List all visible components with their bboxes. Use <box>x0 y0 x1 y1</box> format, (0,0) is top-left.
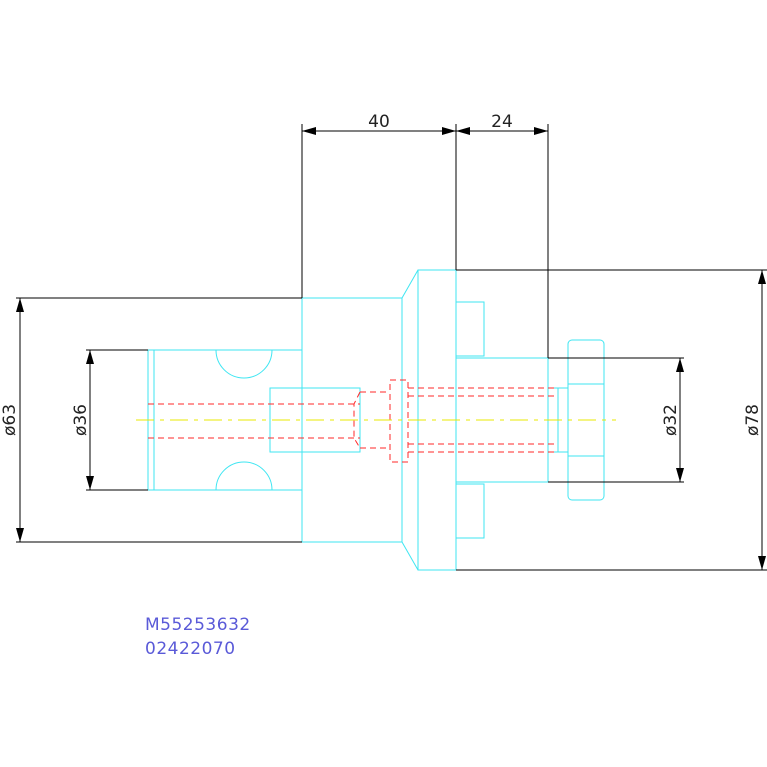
hidden-drill-tip <box>353 391 361 449</box>
chamfer-bottom <box>401 541 419 571</box>
dimension-length-24: 24 <box>456 112 549 358</box>
upper-tab <box>455 301 485 357</box>
part-code-line-2: 02422070 <box>145 639 236 659</box>
dimension-label-dia-63: ø63 <box>0 404 20 436</box>
dimension-dia-36: ø36 <box>71 349 148 491</box>
arrowhead <box>758 270 766 284</box>
part-code-line-1: M55253632 <box>145 615 251 635</box>
dimension-dia-78: ø78 <box>456 269 767 571</box>
dimension-label-24: 24 <box>491 112 513 132</box>
hidden-collar <box>389 379 409 463</box>
dimension-label-dia-78: ø78 <box>743 404 763 436</box>
arrowhead <box>758 556 766 570</box>
arrowhead <box>676 468 684 482</box>
arrowhead <box>16 298 24 312</box>
arrowhead <box>442 127 456 135</box>
inner-stub <box>269 387 361 453</box>
lower-tab <box>455 483 485 539</box>
arrowhead <box>86 476 94 490</box>
arrowhead <box>16 528 24 542</box>
arrowhead <box>534 127 548 135</box>
dimension-label-dia-36: ø36 <box>71 404 91 436</box>
dimension-label-dia-32: ø32 <box>661 404 681 436</box>
hidden-lines <box>148 379 556 463</box>
top-cutout <box>215 349 273 379</box>
dimension-label-40: 40 <box>368 112 390 132</box>
arrowhead <box>302 127 316 135</box>
bottom-cutout <box>215 461 273 491</box>
arrowhead <box>86 350 94 364</box>
arrowhead <box>456 127 470 135</box>
dimension-dia-63: ø63 <box>0 297 302 543</box>
dimension-dia-32: ø32 <box>548 357 684 483</box>
arrowhead <box>676 358 684 372</box>
chamfer-top <box>401 269 419 299</box>
dimension-length-40: 40 <box>301 112 457 298</box>
